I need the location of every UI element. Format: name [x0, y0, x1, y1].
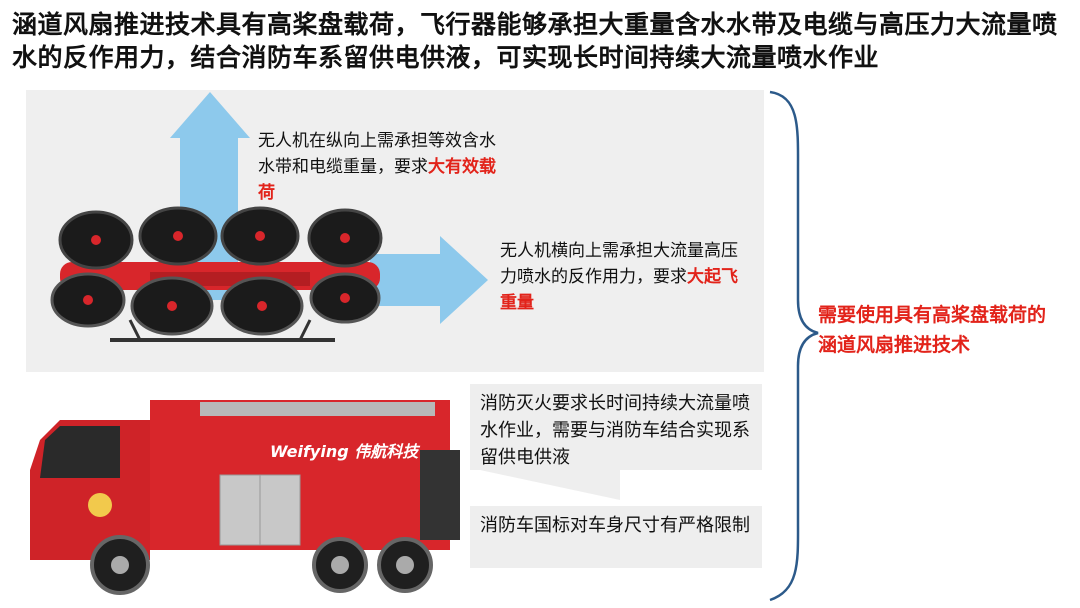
tethered-supply-box: 消防灭火要求长时间持续大流量喷水作业，需要与消防车结合实现系留供电供液	[470, 384, 762, 470]
vertical-load-callout: 无人机在纵向上需承担等效含水水带和电缆重量，要求大有效载荷	[258, 131, 496, 203]
truck-brand-text: Weifying 伟航科技	[270, 442, 419, 461]
conclusion-text: 需要使用具有高桨盘载荷的涵道风扇推进技术	[818, 304, 1047, 356]
page-title: 涵道风扇推进技术具有高桨盘载荷，飞行器能够承担大重量含水水带及电缆与高压力大流量…	[12, 10, 1058, 72]
horizontal-load-callout: 无人机横向上需承担大流量高压力喷水的反作用力，要求大起飞重量	[500, 241, 738, 313]
size-limit-box: 消防车国标对车身尺寸有严格限制	[470, 506, 762, 568]
